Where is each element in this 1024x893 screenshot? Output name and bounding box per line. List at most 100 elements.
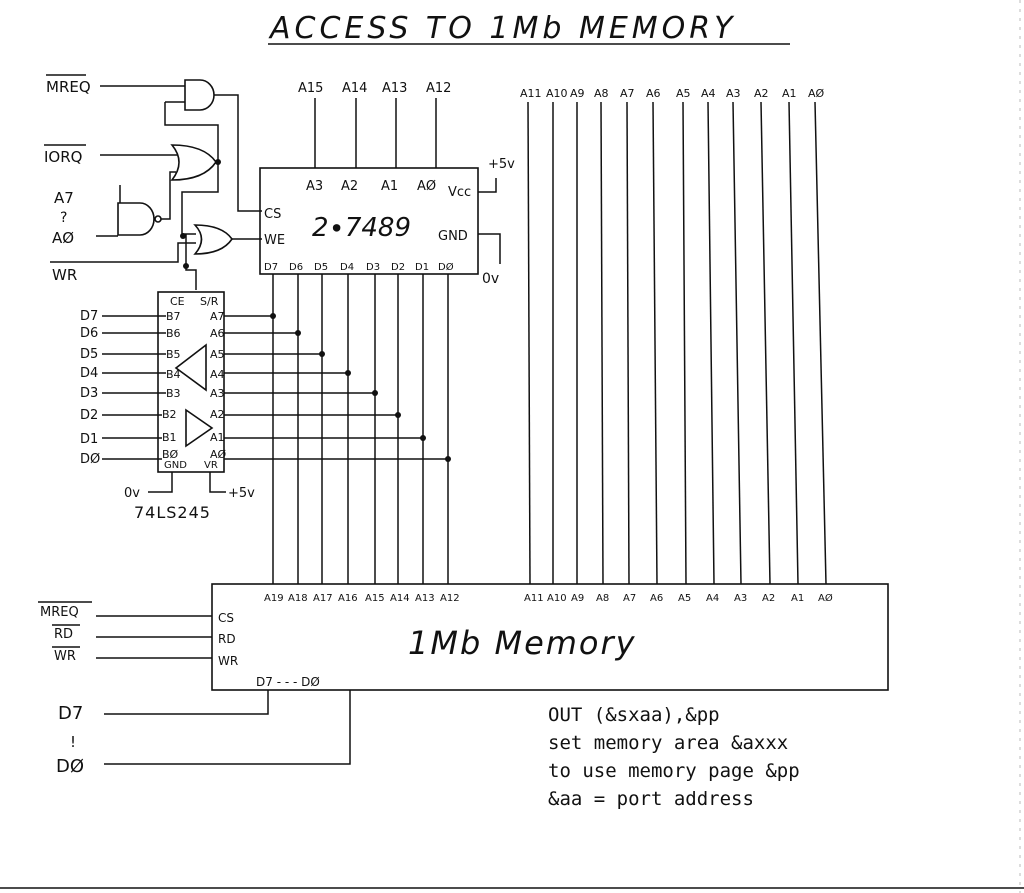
chip-7489-pin-a3: A3 <box>306 179 323 194</box>
memory-label: 1Mb Memory <box>408 624 637 662</box>
mem-pin-a10: A10 <box>547 593 567 604</box>
mem-pin-a6: A6 <box>650 593 663 604</box>
mem-pin-a4: A4 <box>706 593 719 604</box>
addr-line-a7: A7 <box>620 87 635 100</box>
data-in-d5: D5 <box>80 347 98 362</box>
mem-pin-a3: A3 <box>734 593 747 604</box>
or-gate-we <box>193 224 233 255</box>
chip-245-b7: B7 <box>166 310 181 323</box>
iorq-label: IORQ <box>44 148 82 166</box>
addr-line-a11: A11 <box>520 87 542 100</box>
addr-line-a1: A1 <box>782 87 797 100</box>
addr-in-a15: A15 <box>298 81 323 96</box>
chip-245-b3: B3 <box>166 387 181 400</box>
chip-245-b6: B6 <box>166 327 181 340</box>
a-range-dots: ? <box>60 210 67 226</box>
chip-245-b1: B1 <box>162 431 177 444</box>
chip-7489-pin-a1: A1 <box>381 179 398 194</box>
data-in-d7: D7 <box>80 309 98 324</box>
chip-245-b4: B4 <box>166 368 181 381</box>
note-line-1: OUT (&sxaa),&pp <box>548 704 720 726</box>
mem-pin-a0: AØ <box>818 592 833 604</box>
chip-245-a3: A3 <box>210 387 225 400</box>
chip-245-sr: S/R <box>200 295 219 308</box>
data-bus-wiring <box>224 274 451 584</box>
addr-line-a5: A5 <box>676 87 691 100</box>
mem-pin-wr: WR <box>218 654 238 668</box>
chip-7489-pin-d0: DØ <box>438 261 454 273</box>
chip-7489-pin-d7: D7 <box>264 262 278 273</box>
chip-245-a6: A6 <box>210 327 225 340</box>
note-line-2: set memory area &axxx <box>548 732 788 754</box>
chip-7489-pin-d6: D6 <box>289 262 303 273</box>
or-gate-iorq <box>170 144 217 181</box>
chip-7489-pin-d5: D5 <box>314 262 328 273</box>
chip-245-a2: A2 <box>210 408 225 421</box>
data-in-d3: D3 <box>80 386 98 401</box>
addr-line-a3: A3 <box>726 87 741 100</box>
mem-pin-a11: A11 <box>524 593 544 604</box>
addr-line-a4: A4 <box>701 87 716 100</box>
addr-line-a9: A9 <box>570 87 585 100</box>
chip-7489-pin-d4: D4 <box>340 262 354 273</box>
chip-7489-vcc: Vcc <box>448 185 471 200</box>
mem-pin-cs: CS <box>218 611 234 625</box>
chip-7489-cs: CS <box>264 207 281 222</box>
plus5-label-7489: +5v <box>488 157 515 172</box>
mem-pin-a7: A7 <box>623 593 636 604</box>
mem-pin-a15: A15 <box>365 593 385 604</box>
note-line-3: to use memory page &pp <box>548 760 800 782</box>
mem-pin-rd: RD <box>218 632 236 646</box>
mem-input-wr: WR <box>54 649 76 664</box>
addr-in-a12: A12 <box>426 81 451 96</box>
chip-7489-label: 2∙7489 <box>312 213 411 243</box>
data-in-d1: D1 <box>80 432 98 447</box>
mem-pin-a16: A16 <box>338 593 358 604</box>
buffer-triangle-left <box>174 343 207 392</box>
zero-v-label-7489: 0v <box>482 271 499 287</box>
chip-245-b5: B5 <box>166 348 181 361</box>
chip-245-a0: AØ <box>210 448 227 461</box>
chip-7489-pin-d3: D3 <box>366 262 380 273</box>
addr-line-a6: A6 <box>646 87 661 100</box>
chip-7489-pin-a0: AØ <box>417 179 436 194</box>
mem-pin-a14: A14 <box>390 593 410 604</box>
addr-in-a13: A13 <box>382 81 407 96</box>
low-address-lines: A11 A10 A9 A8 A7 A6 A5 A4 A3 A2 A1 AØ <box>520 87 827 585</box>
mem-pin-a17: A17 <box>313 593 333 604</box>
chip-245-part: 74LS245 <box>134 503 211 522</box>
mem-pin-a18: A18 <box>288 593 308 604</box>
chip-245-a7: A7 <box>210 310 225 323</box>
mem-input-rd: RD <box>54 627 73 642</box>
chip-245-b0: BØ <box>162 448 179 461</box>
mem-pin-a8: A8 <box>596 593 609 604</box>
plus5-label-245: +5v <box>228 486 255 501</box>
mem-input-mreq: MREQ <box>40 605 79 620</box>
chip-245-a4: A4 <box>210 368 225 381</box>
wr-label: WR <box>52 266 77 284</box>
note-line-4: &aa = port address <box>548 788 754 810</box>
mem-dots-label: ! <box>70 733 76 751</box>
mem-data-bus-label: D7 - - - DØ <box>256 675 320 689</box>
and-gate-top <box>184 79 215 111</box>
a7-label: A7 <box>54 189 74 207</box>
data-in-d2: D2 <box>80 408 98 423</box>
addr-in-a14: A14 <box>342 81 367 96</box>
mreq-label: MREQ <box>46 78 91 96</box>
chip-7489-pin-a2: A2 <box>341 179 358 194</box>
chip-7489-pin-d2: D2 <box>391 262 405 273</box>
addr-line-a0: AØ <box>808 87 825 100</box>
buffer-triangle-right <box>185 408 214 448</box>
chip-7489-we: WE <box>264 233 285 248</box>
chip-7489-gnd: GND <box>438 229 468 244</box>
data-in-d0: DØ <box>80 452 100 467</box>
mem-pin-a12: A12 <box>440 593 460 604</box>
a0-label: AØ <box>52 229 74 247</box>
mem-pin-a1: A1 <box>791 593 804 604</box>
nand-gate-address <box>117 202 155 236</box>
notes: OUT (&sxaa),&pp set memory area &axxx to… <box>548 704 800 810</box>
mem-d0-label: DØ <box>56 756 84 777</box>
chip-245-gnd: GND <box>164 460 187 471</box>
chip-245-ce: CE <box>170 295 185 308</box>
mem-pin-a2: A2 <box>762 593 775 604</box>
